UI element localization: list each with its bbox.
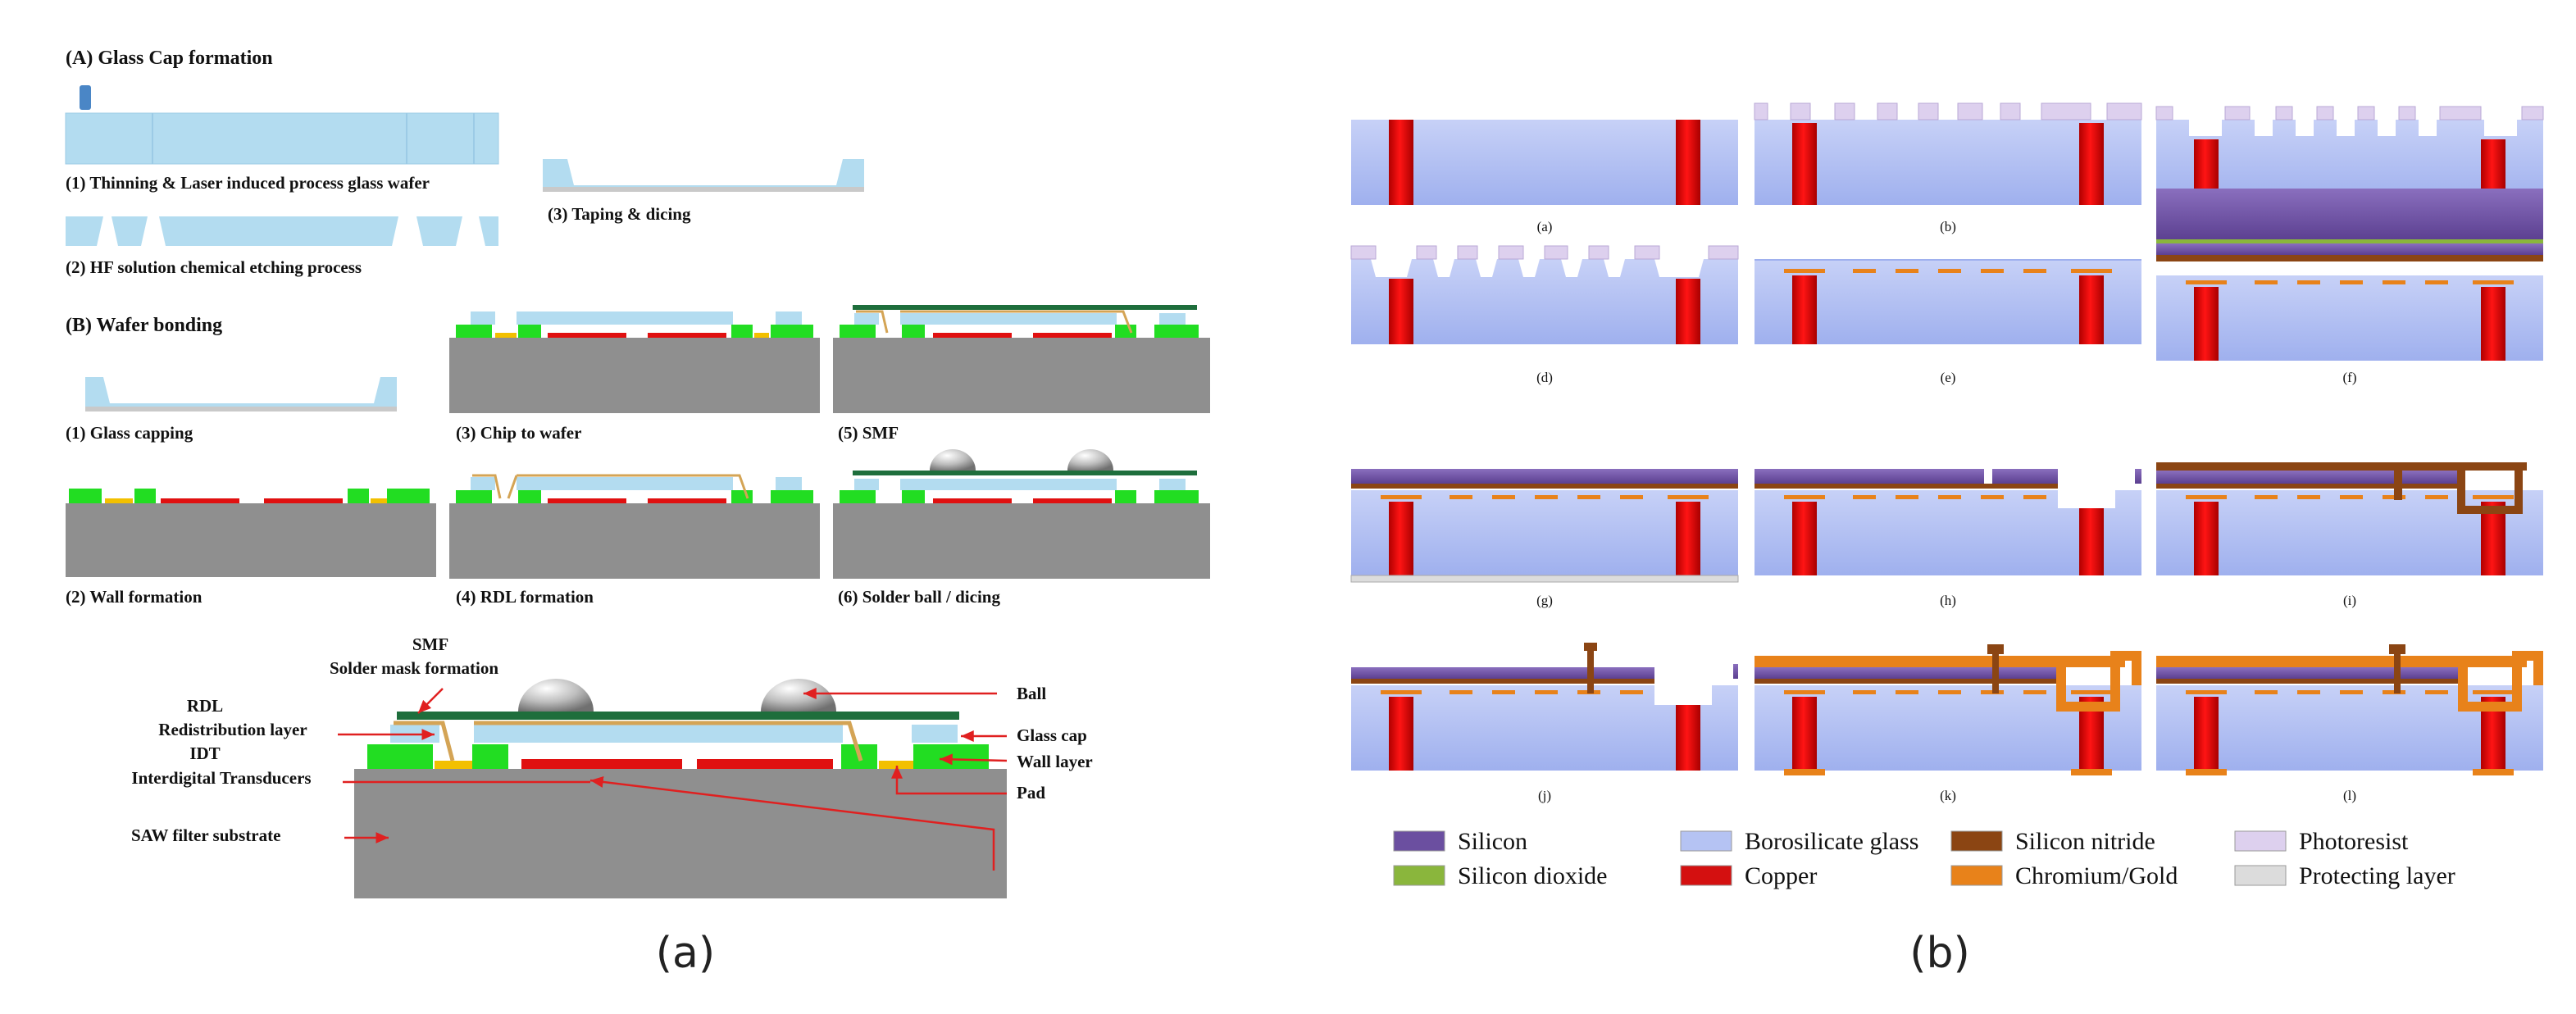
process-step-tile: (f) — [2156, 189, 2543, 385]
laser-head-icon — [80, 85, 91, 110]
step-a2-label: (2) HF solution chemical etching process — [66, 257, 362, 277]
callout-rdl-full: Redistribution layer — [158, 720, 307, 739]
solder-ball-icon — [518, 679, 594, 712]
step-label: (d) — [1536, 370, 1553, 385]
legend-item: Borosilicate glass — [1680, 828, 1918, 855]
step-label: (l) — [2343, 788, 2356, 803]
callout-rdl: RDL — [187, 696, 223, 716]
step-label: (i) — [2343, 593, 2356, 608]
legend-label: Chromium/Gold — [2015, 862, 2178, 889]
legend-label: Silicon dioxide — [1458, 862, 1608, 889]
step-a3-taped-glass — [543, 159, 864, 192]
step-label: (a) — [1537, 219, 1553, 234]
process-step-tile: (j) — [1351, 643, 1738, 803]
process-step-tile: (g) — [1350, 469, 1739, 608]
legend-label: Copper — [1745, 862, 1817, 889]
step-b5-label: (5) SMF — [838, 423, 899, 443]
legend-swatch — [2234, 830, 2287, 852]
callout-ball: Ball — [1017, 684, 1046, 703]
process-step-tile: (e) — [1755, 259, 2141, 385]
callout-smf-full: Solder mask formation — [330, 658, 498, 678]
legend-swatch — [1680, 865, 1732, 886]
legend-label: Borosilicate glass — [1745, 828, 1918, 855]
process-step-tile: (a) — [1351, 120, 1738, 234]
step-b4-rdl — [449, 474, 820, 579]
legend-swatch — [2234, 865, 2287, 886]
step-label: (e) — [1941, 370, 1956, 385]
legend-swatch — [1950, 830, 2003, 852]
panel-a-label: (a) — [656, 929, 715, 978]
process-step-tile: (k) — [1755, 644, 2141, 803]
saw-substrate — [354, 769, 1007, 898]
callout-idt-full: Interdigital Transducers — [131, 768, 311, 788]
panel-b-label: (b) — [1909, 929, 1970, 978]
legend-label: Silicon nitride — [2015, 828, 2155, 855]
process-step-tile: (i) — [2156, 462, 2543, 608]
solder-ball-icon — [930, 449, 976, 471]
legend-label: Photoresist — [2299, 828, 2409, 855]
callout-smf: SMF — [412, 634, 448, 654]
legend-swatch — [1950, 865, 2003, 886]
step-label: (f) — [2343, 370, 2357, 385]
callout-idt: IDT — [189, 743, 220, 763]
step-b2-label: (2) Wall formation — [66, 587, 203, 607]
step-label: (j) — [1538, 788, 1551, 803]
step-b3-label: (3) Chip to wafer — [456, 423, 581, 443]
panel-a-process-flow: (A) Glass Cap formation (1) Thinning & L… — [65, 48, 1210, 978]
step-b6-label: (6) Solder ball / dicing — [838, 587, 1000, 607]
step-label: (b) — [1940, 219, 1956, 234]
callout-leaders — [338, 688, 1008, 871]
legend: Silicon Borosilicate glass Silicon nitride… — [1393, 828, 2455, 889]
panel-b-tgv-process: (a)(b)(c)(d)(e)(f)(g)(h)(i)(j)(k)(l) Sil… — [1350, 102, 2544, 978]
cross-section-detail — [354, 679, 1007, 898]
step-a1-label: (1) Thinning & Laser induced process gla… — [66, 173, 430, 193]
step-b1-glass-cap — [85, 377, 397, 412]
legend-swatch — [1393, 865, 1445, 886]
process-step-tile: (h) — [1755, 469, 2141, 608]
step-b1-label: (1) Glass capping — [66, 423, 193, 443]
callout-glass-cap: Glass cap — [1017, 725, 1087, 745]
legend-item: Silicon — [1393, 828, 1527, 855]
process-step-tile: (l) — [2156, 644, 2543, 803]
step-a3-label: (3) Taping & dicing — [548, 204, 691, 224]
legend-item: Copper — [1680, 862, 1817, 889]
section-b-title: (B) Wafer bonding — [66, 315, 222, 336]
step-a1-glass-wafer — [65, 85, 499, 165]
step-b2-wall — [66, 489, 436, 577]
legend-label: Protecting layer — [2299, 862, 2455, 889]
legend-item: Silicon dioxide — [1393, 862, 1608, 889]
step-b6-solder-ball — [833, 449, 1210, 579]
legend-swatch — [1680, 830, 1732, 852]
step-b3-chip-to-wafer — [449, 311, 820, 413]
callout-substrate: SAW filter substrate — [131, 825, 280, 845]
step-a2-etched-glass — [66, 216, 498, 246]
process-step-tile: (b) — [1754, 102, 2142, 234]
legend-item: Photoresist — [2234, 828, 2409, 855]
step-label: (k) — [1940, 788, 1956, 803]
solder-ball-icon — [1067, 449, 1113, 471]
callout-wall-layer: Wall layer — [1017, 752, 1093, 771]
step-b5-smf — [833, 305, 1210, 413]
legend-item: Silicon nitride — [1950, 828, 2155, 855]
step-label: (g) — [1536, 593, 1553, 608]
legend-swatch — [1393, 830, 1445, 852]
process-step-tile: (d) — [1350, 245, 1739, 385]
legend-label: Silicon — [1458, 828, 1527, 855]
legend-item: Chromium/Gold — [1950, 862, 2178, 889]
solder-ball-icon — [761, 679, 836, 712]
section-a-title: (A) Glass Cap formation — [66, 48, 273, 69]
step-b4-label: (4) RDL formation — [456, 587, 594, 607]
step-label: (h) — [1940, 593, 1956, 608]
legend-item: Protecting layer — [2234, 862, 2455, 889]
callout-pad: Pad — [1017, 783, 1045, 803]
